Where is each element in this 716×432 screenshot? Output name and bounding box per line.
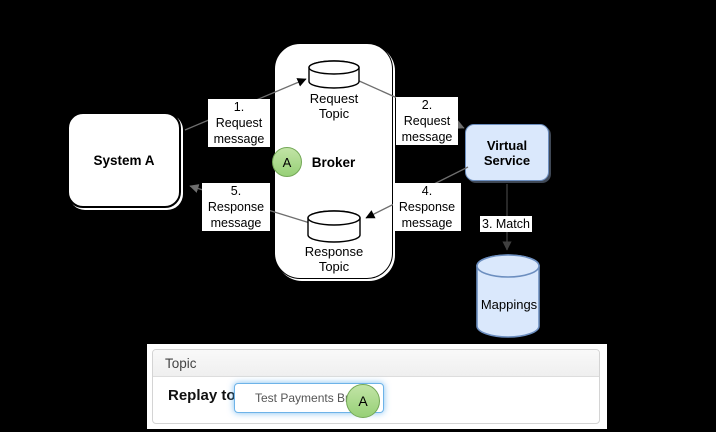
annotation-a-badge-select: A — [346, 384, 380, 418]
topic-panel-background: Topic Replay to Test Payments Brok A — [147, 344, 607, 429]
topic-panel-heading: Topic — [153, 350, 599, 377]
edge-label-1-request-message: 1. Request message — [208, 99, 270, 147]
response-topic-label: Response Topic — [304, 244, 364, 274]
topic-panel: Topic Replay to Test Payments Brok A — [152, 349, 600, 424]
virtual-service-label: Virtual Service — [483, 137, 531, 168]
annotation-a-badge-broker-label: A — [282, 154, 292, 170]
mappings-label: Mappings — [480, 297, 538, 312]
broker-label: Broker — [311, 155, 356, 170]
edge-label-5-response-message: 5. Response message — [202, 183, 270, 231]
replay-to-label: Replay to — [168, 387, 236, 404]
virtual-service-node: Virtual Service — [465, 124, 549, 181]
annotation-a-badge-select-label: A — [358, 393, 368, 409]
request-topic-cylinder — [308, 60, 360, 89]
system-a-node: System A — [67, 112, 181, 208]
edge-label-2-request-message: 2. Request message — [396, 97, 458, 145]
edge-label-4-response-message: 4. Response message — [393, 183, 461, 231]
topic-panel-body: Replay to Test Payments Brok A — [153, 377, 599, 423]
system-a-label: System A — [93, 152, 155, 168]
response-topic-cylinder — [307, 210, 361, 243]
annotation-a-badge-broker: A — [272, 147, 302, 177]
edge-label-3-match: 3. Match — [480, 216, 532, 232]
replay-to-select-value: Test Payments Brok — [255, 391, 362, 405]
request-topic-label: Request Topic — [309, 91, 359, 121]
mappings-cylinder — [476, 254, 540, 338]
